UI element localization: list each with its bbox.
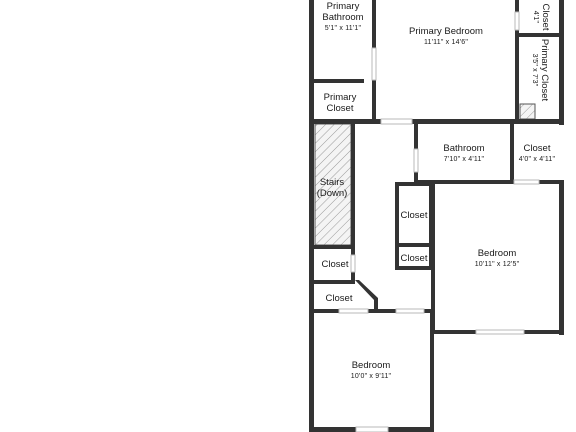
room-name-primary-bathroom: Primary	[327, 1, 360, 12]
room-name-closet-hall-lower: Closet	[401, 253, 428, 264]
room-label-closet-top-right: Closet 4'1"	[532, 4, 551, 31]
room-dims-bathroom: 7'10" x 4'11"	[444, 156, 485, 163]
room-name-bathroom: Bathroom	[443, 143, 484, 154]
svg-text:Closet: Closet	[540, 4, 551, 31]
svg-text:Primary Closet: Primary Closet	[539, 39, 550, 102]
svg-text:3'5" x 7'3": 3'5" x 7'3"	[531, 54, 538, 87]
room-dims-bedroom-bottom: 10'0" x 9'11"	[351, 373, 392, 380]
room-label-primary-closet-right: Primary Closet 3'5" x 7'3"	[531, 39, 550, 102]
openings	[338, 11, 540, 432]
room-name-stairs-2: (Down)	[317, 188, 348, 199]
room-name-primary-bedroom: Primary Bedroom	[409, 26, 483, 37]
room-name-primary-closet: Primary	[324, 92, 357, 103]
hvac-hatch	[519, 103, 536, 120]
room-name-bedroom-right: Bedroom	[478, 248, 517, 259]
room-name-stairs: Stairs	[320, 177, 345, 188]
room-dims-primary-bedroom: 11'11" x 14'6"	[424, 39, 468, 46]
stairs-hatch	[314, 123, 352, 246]
room-name-primary-bathroom-2: Bathroom	[322, 12, 363, 23]
labels: Primary Bathroom 5'1" x 11'1" Primary Be…	[317, 1, 556, 380]
room-name-closet-left-upper: Closet	[322, 259, 349, 270]
svg-text:4'1": 4'1"	[532, 11, 539, 24]
room-name-closet-left-lower: Closet	[326, 293, 353, 304]
room-name-bedroom-bottom: Bedroom	[352, 360, 391, 371]
walls	[309, 0, 564, 432]
room-name-closet-hall-upper: Closet	[401, 210, 428, 221]
room-dims-bedroom-right: 10'11" x 12'5"	[475, 261, 520, 268]
room-dims-primary-bathroom: 5'1" x 11'1"	[325, 25, 362, 32]
room-name-primary-closet-2: Closet	[327, 103, 354, 114]
room-name-closet-right: Closet	[524, 143, 551, 154]
room-dims-closet-right: 4'0" x 4'11"	[519, 156, 556, 163]
